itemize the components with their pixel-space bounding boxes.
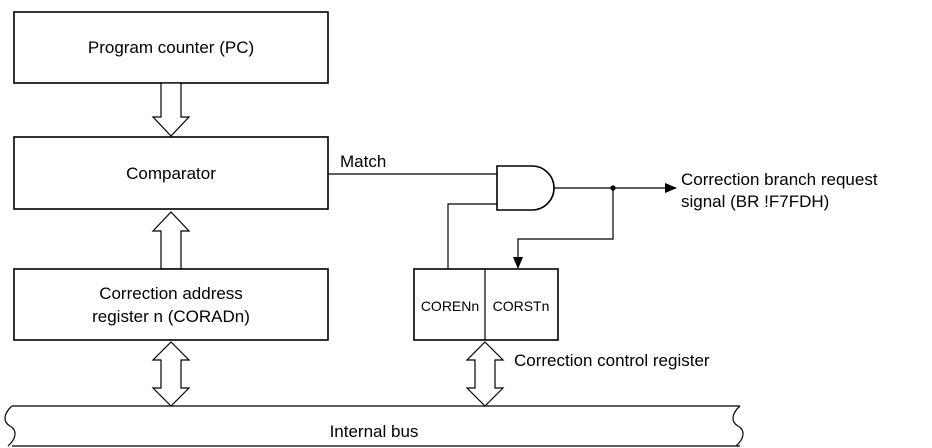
- and-gate: [496, 165, 555, 211]
- comparator-label: Comparator: [126, 164, 216, 183]
- correction-address-label-line1: Correction address: [99, 284, 243, 303]
- comparator-box: [13, 136, 329, 210]
- coren-bit-label: CORENn: [421, 298, 479, 314]
- correction-control-register-label: Correction control register: [514, 351, 710, 370]
- coren-enable-wire: [447, 203, 497, 269]
- control-register-bus-bidirectional-arrow: [465, 341, 505, 407]
- corst-bit-label: CORSTn: [493, 298, 550, 314]
- coradn-bus-bidirectional-arrow: [151, 341, 191, 407]
- internal-bus-left-break: [4, 405, 16, 447]
- correction-control-register-box: [413, 268, 559, 341]
- correction-address-label-line2: register n (CORADn): [92, 307, 250, 326]
- internal-bus-label: Internal bus: [330, 422, 419, 441]
- coradn-to-comparator-arrow: [151, 211, 191, 270]
- status-feedback-wire: [513, 188, 614, 269]
- output-signal-label-line2: signal (BR !F7FDH): [681, 192, 829, 211]
- program-counter-label: Program counter (PC): [88, 38, 254, 57]
- pc-to-comparator-arrow: [151, 82, 191, 137]
- internal-bus-right-break: [732, 405, 744, 447]
- correction-address-register-box: [13, 268, 329, 341]
- program-counter-box: [13, 11, 329, 84]
- match-label: Match: [340, 152, 386, 171]
- output-signal-label-line1: Correction branch request: [681, 170, 878, 189]
